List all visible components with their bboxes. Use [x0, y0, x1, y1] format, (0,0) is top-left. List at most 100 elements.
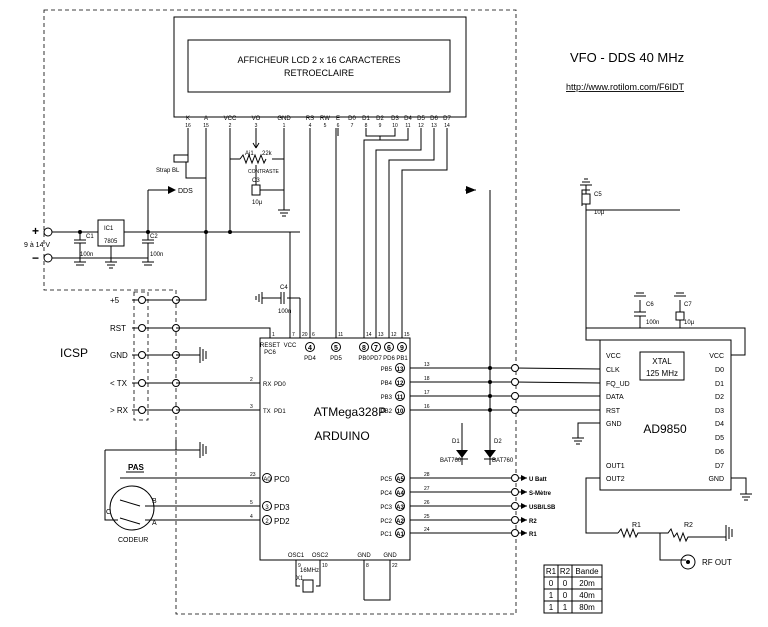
xtal-box [639, 351, 685, 381]
mcu-pin-arduino: 12 [397, 381, 404, 387]
mcu-pin-port: PB4 [381, 381, 393, 387]
lcd-pin-name: RW [320, 116, 330, 122]
ad9850-pin: VCC [606, 353, 621, 360]
output-label: U Batt [529, 477, 547, 483]
icsp-pin-terminal [138, 379, 146, 387]
lcd-data-wires [363, 128, 448, 338]
strap-wires [177, 128, 207, 179]
ad9850-pin: D6 [715, 449, 724, 456]
lcd-subtitle: RETROECLAIRE [284, 68, 354, 78]
x1-label: X1 [296, 576, 304, 582]
bus-node [511, 378, 519, 386]
mcu-pin-name: GND [357, 553, 371, 559]
icsp-pin-label: > RX [110, 406, 129, 415]
xtal-label: XTAL [652, 357, 672, 366]
ad9850-pin: RST [606, 408, 621, 415]
output-arrow [521, 530, 527, 536]
icsp-label: ICSP [60, 346, 88, 360]
lcd-pin-number: 2 [229, 123, 232, 129]
ad9850-pin: FQ_UD [606, 381, 630, 388]
bus-wire [514, 367, 601, 370]
mcu-pin-number: 18 [424, 376, 430, 382]
mcu-pin-arduino: 6 [387, 345, 391, 352]
encoder-wires [176, 477, 260, 521]
lcd-pin-number: 1 [283, 123, 286, 129]
board-outline [43, 9, 517, 615]
mcu-pin-number: 24 [424, 527, 430, 533]
icsp-uart-wires [176, 382, 260, 411]
lcd-pin-number: 10 [392, 123, 398, 129]
ad9850-pin: D7 [715, 463, 724, 470]
dds-rail-arrowhead [466, 186, 476, 194]
output-terminal [511, 474, 519, 482]
rf-out-connector [680, 554, 696, 570]
icsp-connector [133, 291, 149, 421]
encoder-contacts [119, 499, 176, 525]
mcu-pin-port: PD2 [274, 517, 290, 526]
lcd-pin-number: 16 [185, 123, 191, 129]
d1-diode [456, 450, 468, 458]
mcu-pin-badge [395, 473, 405, 483]
codeur-encoder [109, 485, 155, 531]
rf-resistors [617, 527, 726, 543]
icsp-pin-label: RST [110, 324, 126, 333]
c3-label: C3 [252, 178, 260, 184]
mcu-pin-number: 27 [424, 486, 430, 492]
c5-cap [581, 193, 591, 205]
mcu-pin-arduino: 13 [397, 367, 404, 373]
ad9850-out-wire [585, 477, 618, 534]
junction [228, 230, 232, 234]
strap-label: Strap BL [156, 168, 180, 174]
encoder-c: C [106, 509, 111, 516]
icsp-vcc-wire [176, 128, 207, 301]
c1-label: C1 [86, 234, 94, 240]
mcu-pin-badge [395, 377, 405, 387]
mcu-pin-badge [262, 515, 272, 525]
mcu-pin-signal: RX [263, 382, 271, 388]
icsp-pin-label: GND [110, 351, 128, 360]
mcu-pin-port: PC3 [380, 505, 392, 511]
band-table-cell: R1 [546, 567, 557, 576]
band-table-cell: 1 [549, 591, 554, 600]
minus-terminal [43, 253, 53, 263]
bus-node [511, 392, 519, 400]
c3-cap [251, 184, 261, 196]
lcd-pin-number: 14 [444, 123, 450, 129]
mcu-pin-number: 3 [250, 404, 253, 410]
lcd-pin-group: K16A15VCC2VO3GND1RS4RW5E6D07D18D29D310D4… [185, 116, 451, 129]
codeur-label: CODEUR [118, 537, 148, 544]
mcu-pin-badge [395, 487, 405, 497]
bus-node [511, 406, 519, 414]
mcu-pin-arduino: A3 [396, 505, 404, 511]
mcu-pin-number: 14 [366, 332, 372, 338]
mcu-pin-number: 26 [424, 500, 430, 506]
mcu-vcc-wire [289, 232, 301, 338]
mcu-pin-arduino: 7 [374, 345, 378, 352]
icsp-gnd-wire [176, 347, 207, 363]
aj1-pot [230, 153, 284, 165]
ad9850-pin: D4 [715, 421, 724, 428]
ad9850-pin: D3 [715, 408, 724, 415]
ad9850-name: AD9850 [643, 422, 687, 436]
icsp-pin-terminal [138, 406, 146, 414]
ad9850-pin: CLK [606, 367, 620, 374]
ad9850-pin: D2 [715, 394, 724, 401]
mcu-pin-arduino: A4 [396, 491, 404, 497]
ic1-gnd [105, 246, 117, 269]
c1-cap [74, 232, 86, 266]
mcu-pin-badge [397, 342, 407, 352]
ad9850-vcc-rail [581, 185, 680, 341]
lcd-pin-name: VCC [224, 116, 237, 122]
mcu-pin-badge [331, 342, 341, 352]
mcu-pin-badge [395, 501, 405, 511]
lcd-pin-number: 6 [337, 123, 340, 129]
lcd-pin-number: 5 [324, 123, 327, 129]
lcd-pin-number: 7 [351, 123, 354, 129]
plus-sign: + [32, 224, 39, 238]
mcu-pin-name: VCC [284, 343, 297, 349]
mcu-pin-number: 17 [424, 390, 430, 396]
